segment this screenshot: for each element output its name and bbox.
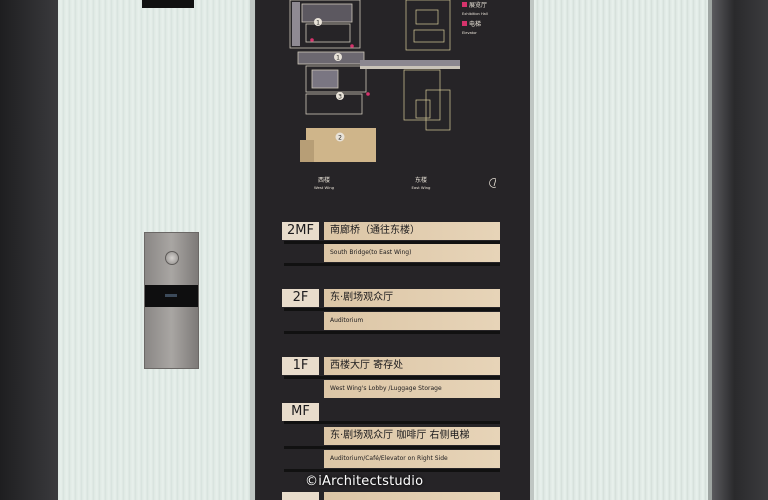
destination-en: West Wing's Lobby /Luggage Storage [324,380,500,398]
divider [284,376,500,379]
destination-en: South Bridge(to East Wing) [324,244,500,262]
destination-cn: 东·剧场观众厅 [324,289,500,307]
floor-label: 1F [282,357,319,375]
exhibition-legend-swatch [462,2,467,7]
frosted-glass-panel-right [532,0,712,500]
svg-text:1: 1 [316,20,320,27]
destination-cn: 南廊桥（通往东楼） [324,222,500,240]
divider [284,308,500,311]
bridge-corridor [360,60,460,69]
floor-label-partial [282,492,319,500]
elevator-legend-swatch [462,21,467,26]
svg-text:2: 2 [338,135,342,142]
legend-elevator-cn: 电梯 [469,20,481,28]
ceiling-fixture [142,0,194,8]
east-wing-label-en: East Wing [412,185,432,190]
svg-text:1: 1 [336,55,340,62]
divider [284,263,500,266]
svg-text:3: 3 [338,94,342,101]
compass-icon [489,178,496,188]
destination-partial [324,492,500,500]
elevator-marker [310,38,314,42]
west-wing-plan [289,0,367,115]
divider [284,241,500,244]
elevator-display [145,285,198,307]
metal-frame-right [530,0,534,500]
watermark: ©iArchitectstudio [305,474,424,489]
dark-wall-left [0,0,58,500]
destination-cn: 东·剧场观众厅 咖啡厅 右侧电梯 [324,427,500,445]
metal-frame-left [250,0,255,500]
elevator-call-button[interactable] [165,251,179,265]
map-marker: 3 [336,92,344,101]
divider [284,446,500,449]
elevator-marker [350,44,354,48]
map-marker: 2 [335,132,345,142]
divider [284,469,500,472]
floor-label: 2F [282,289,319,307]
west-wing-label-cn: 西楼 [318,176,330,184]
map-marker: 1 [314,18,322,27]
metal-frame-edge [708,0,712,500]
east-wing-plan [403,0,451,131]
floor-label: 2MF [282,222,319,240]
elevator-call-panel [144,232,199,369]
legend-exhibition-cn: 展览厅 [469,1,487,9]
floor-map: 1 1 3 2 展览厅 Exhibition Hall 电梯 Elevator … [289,0,496,190]
divider [284,421,500,424]
display-indicator [165,294,177,297]
elevator-marker [366,92,370,96]
west-wing-label-en: West Wing [314,185,335,190]
legend-exhibition-en: Exhibition Hall [462,12,488,16]
wayfinding-sign: 1 1 3 2 展览厅 Exhibition Hall 电梯 Elevator … [256,0,530,500]
map-marker: 1 [334,53,342,62]
destination-en: Auditorium/Café/Elevator on Right Side [324,450,500,468]
destination-en: Auditorium [324,312,500,330]
divider [284,331,500,334]
east-wing-label-cn: 东楼 [415,176,427,184]
legend-elevator-en: Elevator [462,31,477,35]
dark-wall-right [712,0,768,500]
destination-cn: 西楼大厅 寄存处 [324,357,500,375]
floor-label: MF [282,403,319,421]
